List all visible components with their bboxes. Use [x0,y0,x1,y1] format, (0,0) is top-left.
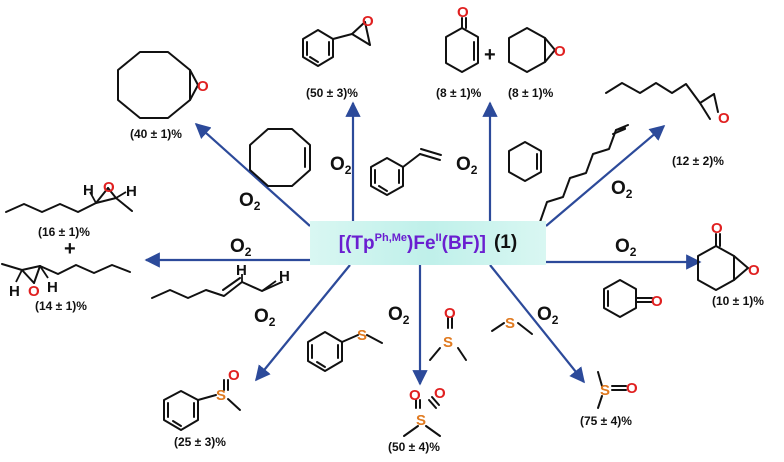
catalyst-formula-part: (BF)] [441,232,486,254]
oxygen-label: O [651,293,663,310]
oxygen-label: O [554,43,566,60]
sulfur-label: S [600,382,610,399]
oxidant-label: O2 [388,304,410,327]
cyclohexene-oxide-ring [508,27,546,73]
oxidant-label: O2 [611,178,633,201]
cyclohexene-ring [508,141,542,182]
oxygen-label: O [28,283,40,300]
catalyst-oxidation-state: II [435,231,442,244]
cyclohexenone-substrate-ring [603,279,637,318]
arrow-thioanisole [255,264,351,382]
catalyst-box: [(TpPh,Me)FeII(BF)] (1) [310,221,546,265]
yield-dimethyl-sulfone: (50 ± 4)% [388,440,440,454]
oxygen-label: O [626,380,638,397]
catalyst-number: (1) [493,232,518,253]
yield-cyclohexene-oxide: (8 ± 1)% [508,86,554,100]
yield-styrene-oxide: (50 ± 3)% [306,86,358,100]
oxygen-label: O [748,262,760,279]
yield-phenyl-methyl-sulfoxide: (25 ± 3)% [174,435,226,449]
octene-oxide-chain [605,82,715,104]
cis-heptene-chain [151,281,283,299]
sulfur-label: S [416,412,426,429]
yield-dimethyl-sulfoxide: (75 ± 4)% [580,414,632,428]
cis-epoxide-a-chain [5,202,97,213]
oxygen-label: O [197,78,209,95]
oxygen-label: O [362,13,374,30]
oxidant-label: O2 [239,190,261,213]
cyclohexenone-ring [445,27,479,73]
hydrogen-label: H [83,182,94,199]
arrow-cyclooctene [194,122,311,227]
thioanisole-benzene [307,331,343,372]
octene-chain [539,127,626,223]
yield-cis-epoxide-b: (14 ± 1)% [35,299,87,313]
catalyst-formula-part: )Fe [407,232,436,254]
oxidant-label: O2 [254,306,276,329]
hydrogen-label: H [279,268,290,285]
oxygen-label: O [228,367,240,384]
yield-enone-epoxide: (10 ± 1)% [712,294,764,308]
cis-epoxide-b-chain [39,264,131,275]
yield-cyclohexenone: (8 ± 1)% [436,86,482,100]
plus-sign: + [64,238,76,260]
cyclooctene-ring [249,128,311,187]
reaction-arrows [144,101,702,386]
stereo-bonds [15,191,277,292]
enone-epoxide-ring [697,245,735,291]
oxidant-label: O2 [330,154,352,177]
oxidant-label: O2 [537,304,559,327]
yield-octene-oxide: (12 ± 2)% [672,154,724,168]
hydrogen-label: H [126,183,137,200]
oxidant-label: O2 [615,236,637,259]
hydrogen-label: H [9,283,20,300]
catalyst-formula: [(TpPh,Me)FeII(BF)] [339,232,486,255]
atom-labels: O O O O O O O O O O O O O O O S S S S S … [9,4,760,429]
catalyst-ligand-superscript: Ph,Me [374,231,408,244]
cyclooctene-oxide-ring [117,51,191,119]
sulfur-label: S [216,387,226,404]
sulfoxide-benzene [163,390,199,431]
hydrogen-label: H [47,279,58,296]
yield-cyclooctene-oxide: (40 ± 1)% [130,127,182,141]
sulfur-label: S [505,315,515,332]
oxidant-label: O2 [230,236,252,259]
oxidant-label: O2 [456,154,478,177]
oxygen-label: O [434,385,446,402]
plus-sign: + [484,44,496,66]
oxygen-label: O [711,220,723,237]
oxygen-label: O [103,179,115,196]
yield-cis-epoxide-a: (16 ± 1)% [38,225,90,239]
hydrogen-label: H [236,262,247,279]
sulfur-label: S [357,327,367,344]
oxygen-label: O [457,4,469,21]
oxygen-label: O [718,110,730,127]
oxygen-label: O [444,305,456,322]
catalyst-formula-part: [(Tp [338,232,375,254]
molecules [1,17,749,437]
oxygen-label: O [409,387,421,404]
sulfur-label: S [443,334,453,351]
arrow-octene [545,125,666,227]
arrow-dms [489,264,585,384]
